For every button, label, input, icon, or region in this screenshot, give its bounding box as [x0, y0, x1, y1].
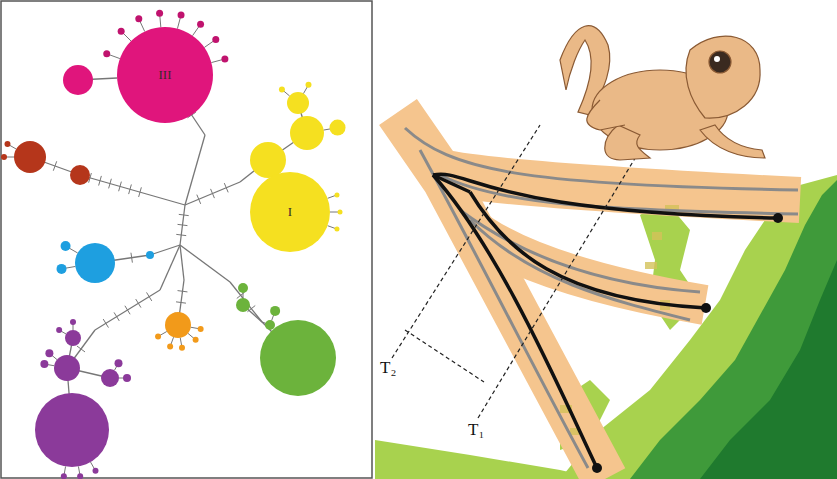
haplotype-circle: III — [117, 27, 213, 123]
haplotype-circle: I — [250, 172, 330, 252]
haplogroup-label: III — [159, 67, 172, 83]
tip-dots — [592, 213, 783, 473]
species-tree — [433, 174, 778, 468]
frog-illustration — [560, 26, 765, 160]
time-label: T₂ — [378, 358, 398, 378]
yellow-patches — [560, 205, 679, 435]
gene-tree-gray — [405, 128, 798, 468]
haplogroup-label: I — [288, 204, 292, 220]
time-label: T₁ — [466, 420, 486, 440]
panel-frame — [1, 1, 372, 478]
lineage-bands — [398, 112, 800, 479]
haplotype-network — [1, 10, 346, 479]
time-guides — [392, 125, 640, 418]
